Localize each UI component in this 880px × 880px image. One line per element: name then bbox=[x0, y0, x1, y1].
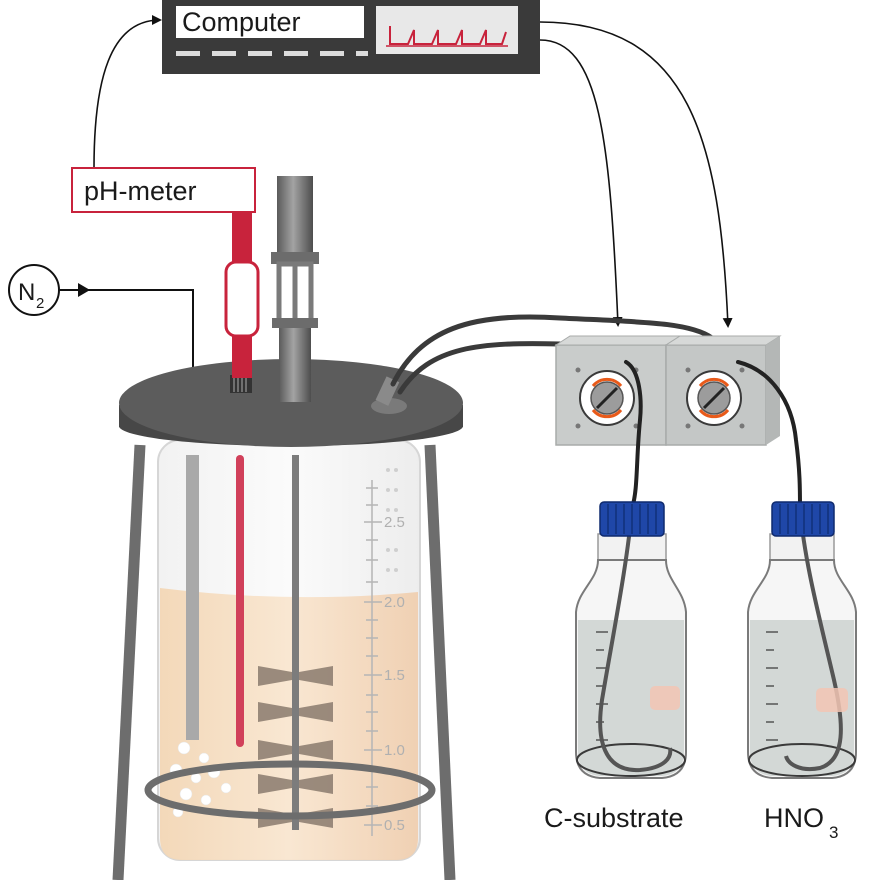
n2-inlet: N 2 bbox=[8, 264, 200, 388]
hno3-subscript: 3 bbox=[829, 823, 838, 842]
bottle-hno3 bbox=[747, 501, 857, 779]
outlet-port bbox=[371, 398, 407, 414]
ph-meter-box bbox=[71, 167, 256, 213]
pump-hno3 bbox=[664, 335, 782, 446]
bottle-c-substrate bbox=[575, 501, 687, 779]
computer-monitor bbox=[376, 6, 518, 54]
ph-meter-label: pH-meter bbox=[84, 176, 197, 206]
computer-dashes bbox=[176, 51, 368, 56]
bottle-tubing bbox=[624, 360, 802, 510]
stand-leg-right bbox=[424, 444, 456, 880]
computer-label-box bbox=[176, 6, 364, 38]
reactor-lid bbox=[119, 359, 463, 447]
rotor-arrow-icon bbox=[698, 377, 730, 388]
scale-label-0-5: 0.5 bbox=[384, 817, 405, 834]
gas-bubbles bbox=[169, 741, 232, 818]
ph-electrode-housing bbox=[224, 260, 260, 338]
computer-label: Computer bbox=[182, 7, 301, 37]
n2-symbol: N bbox=[18, 279, 35, 306]
computer: Computer bbox=[162, 0, 540, 74]
n2-arrow-icon bbox=[78, 283, 90, 297]
stirrer-motor bbox=[271, 176, 319, 402]
ph-to-computer-wire bbox=[93, 15, 162, 169]
scale-label-1-0: 1.0 bbox=[384, 742, 405, 759]
stand-ring bbox=[144, 760, 436, 820]
bottle-cap bbox=[771, 501, 835, 537]
sparger-tube bbox=[186, 455, 199, 740]
impeller-shaft bbox=[292, 455, 299, 830]
n2-line bbox=[59, 289, 194, 372]
c-substrate-label: C-substrate bbox=[544, 803, 684, 833]
scale-label-2-5: 2.5 bbox=[384, 514, 405, 531]
reactor: 2.5 2.0 1.5 1.0 0.5 bbox=[112, 359, 463, 880]
signal-trace bbox=[389, 26, 507, 45]
scale-label-2-0: 2.0 bbox=[384, 594, 405, 611]
computer-to-pump2-wire bbox=[539, 21, 733, 328]
signal-wires bbox=[93, 15, 733, 328]
scale-dots bbox=[386, 468, 398, 572]
computer-to-pump1-wire bbox=[539, 39, 623, 327]
pump-c-substrate bbox=[554, 335, 682, 446]
ph-probe-rod bbox=[236, 455, 244, 747]
stand-leg-left bbox=[112, 444, 146, 880]
ph-meter: pH-meter bbox=[71, 167, 260, 378]
scale-label-1-5: 1.5 bbox=[384, 667, 405, 684]
n2-subscript: 2 bbox=[36, 295, 44, 312]
hno3-label: HNO bbox=[764, 803, 824, 833]
rotor-arrow-icon bbox=[591, 377, 623, 388]
